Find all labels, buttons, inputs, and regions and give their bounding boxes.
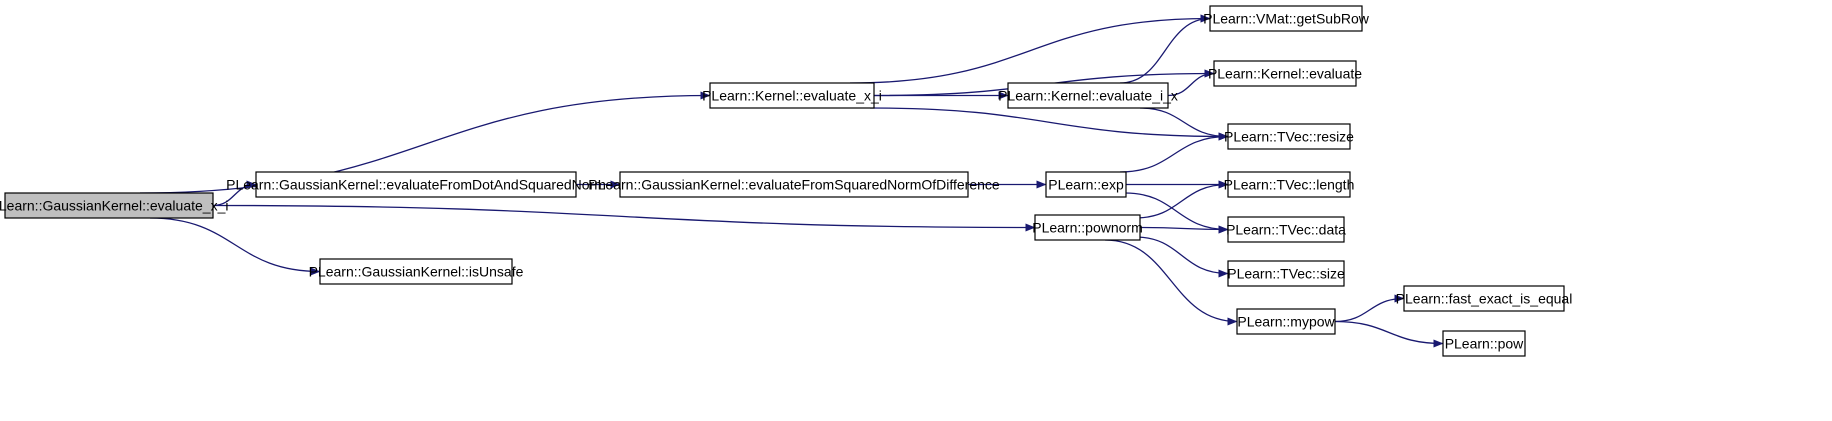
node-box <box>4 192 214 219</box>
node-box <box>1034 214 1141 241</box>
node-label: PLearn::GaussianKernel::evaluate_x_i <box>0 198 228 214</box>
node-label: PLearn::mypow <box>1237 314 1335 330</box>
node-plearn-exp[interactable]: PLearn::exp <box>1045 171 1127 198</box>
node-label: PLearn::fast_exact_is_equal <box>1396 291 1573 307</box>
edge-pownorm-to-data <box>1139 225 1229 234</box>
edge-kevix-to-keval <box>1167 69 1215 97</box>
node-plearn-tvec-length[interactable]: PLearn::TVec::length <box>1224 171 1355 198</box>
node-label: PLearn::pownorm <box>1032 220 1143 236</box>
node-box <box>1007 82 1169 109</box>
node-plearn-kernel-evaluate-x-i[interactable]: PLearn::Kernel::evaluate_x_i <box>702 82 882 109</box>
node-plearn-gaussiankernel-isunsafe[interactable]: PLearn::GaussianKernel::isUnsafe <box>309 258 524 285</box>
node-box <box>255 171 577 198</box>
node-plearn-pow[interactable]: PLearn::pow <box>1442 330 1526 357</box>
node-plearn-kernel-evaluate[interactable]: PLearn::Kernel::evaluate <box>1208 60 1362 87</box>
node-box <box>709 82 875 109</box>
node-plearn-gaussiankernel-evaluatefromsquarednormofdifference[interactable]: PLearn::GaussianKernel::evaluateFromSqua… <box>588 171 1000 198</box>
node-plearn-tvec-data[interactable]: PLearn::TVec::data <box>1226 216 1346 243</box>
node-plearn-vmat-getsubrow[interactable]: PLearn::VMat::getSubRow <box>1203 5 1370 32</box>
edge-kevix-to-resize <box>1139 107 1229 141</box>
node-box <box>1209 5 1363 32</box>
node-box <box>1236 308 1336 335</box>
node-plearn-tvec-size[interactable]: PLearn::TVec::size <box>1227 260 1345 287</box>
edge-exp-to-data <box>1124 192 1229 234</box>
node-plearn-fast-exact-is-equal[interactable]: PLearn::fast_exact_is_equal <box>1396 285 1573 312</box>
node-label: PLearn::Kernel::evaluate <box>1208 66 1362 82</box>
edge-root-to-gkunsafe <box>149 217 321 276</box>
node-box <box>1045 171 1127 198</box>
node-label: PLearn::GaussianKernel::evaluateFromDotA… <box>226 177 606 193</box>
node-plearn-kernel-evaluate-i-x[interactable]: PLearn::Kernel::evaluate_i_x <box>998 82 1178 109</box>
edge-kevix-to-getsubrow <box>1119 14 1211 84</box>
node-plearn-tvec-resize[interactable]: PLearn::TVec::resize <box>1224 123 1354 150</box>
node-plearn-mypow[interactable]: PLearn::mypow <box>1236 308 1336 335</box>
node-label: PLearn::TVec::size <box>1227 266 1345 282</box>
node-label: PLearn::TVec::data <box>1226 222 1346 238</box>
edge-root-to-pownorm <box>212 204 1036 232</box>
edge-pownorm-to-size <box>1134 236 1229 278</box>
node-plearn-pownorm[interactable]: PLearn::pownorm <box>1032 214 1143 241</box>
node-label: PLearn::Kernel::evaluate_x_i <box>702 88 882 104</box>
node-label: PLearn::GaussianKernel::isUnsafe <box>309 264 524 280</box>
node-box <box>1442 330 1526 357</box>
edge-mypow-to-fastexact <box>1334 294 1405 323</box>
node-box <box>1227 260 1345 287</box>
node-label: PLearn::exp <box>1048 177 1124 193</box>
node-box <box>619 171 969 198</box>
node-plearn-gaussiankernel-evaluatefromdotandsquarednorm[interactable]: PLearn::GaussianKernel::evaluateFromDotA… <box>226 171 606 198</box>
node-box <box>1213 60 1357 87</box>
edge-kevx-to-resize <box>869 107 1229 141</box>
node-label: PLearn::pow <box>1445 336 1524 352</box>
edge-exp-to-resize <box>1119 132 1229 173</box>
node-label: PLearn::TVec::resize <box>1224 129 1354 145</box>
edge-kevx-to-getsubrow <box>849 14 1211 84</box>
node-label: PLearn::TVec::length <box>1224 177 1355 193</box>
node-label: PLearn::GaussianKernel::evaluateFromSqua… <box>588 177 1000 193</box>
node-label: PLearn::VMat::getSubRow <box>1203 11 1370 27</box>
node-box <box>1227 123 1351 150</box>
edge-pownorm-to-mypow <box>1104 239 1238 326</box>
node-box <box>1403 285 1565 312</box>
node-box <box>1227 171 1351 198</box>
node-plearn-gaussiankernel-evaluate-x-i[interactable]: PLearn::GaussianKernel::evaluate_x_i <box>0 192 228 219</box>
node-box <box>1227 216 1345 243</box>
edge-root-to-kevx <box>139 91 711 194</box>
node-box <box>319 258 513 285</box>
edge-mypow-to-pow <box>1334 320 1444 348</box>
node-label: PLearn::Kernel::evaluate_i_x <box>998 88 1178 104</box>
edge-pownorm-to-length <box>1134 180 1229 219</box>
